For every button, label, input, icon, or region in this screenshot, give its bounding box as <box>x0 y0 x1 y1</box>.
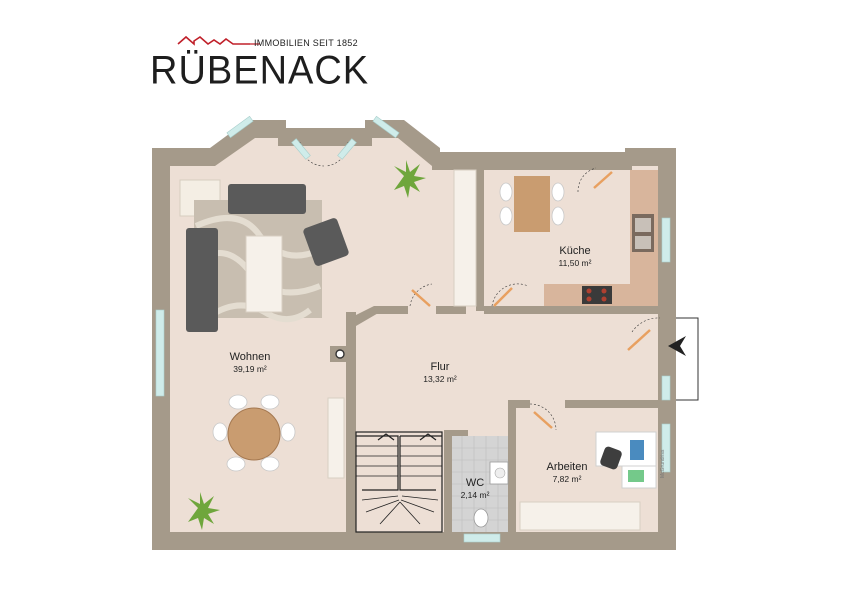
plant-icon <box>188 492 220 530</box>
wall-arbeiten-top-b <box>565 400 658 408</box>
sofa-top <box>228 184 306 214</box>
wall-kitchen-bottom <box>484 306 658 314</box>
brand-logo: IMMOBILIEN SEIT 1852 RÜBENACK <box>150 30 368 93</box>
room-area-wohnen: 39,19 m² <box>233 364 267 374</box>
room-name-arbeiten: Arbeiten <box>547 461 588 473</box>
plant-icon <box>394 160 426 198</box>
wall-wc-top <box>444 430 468 436</box>
office-chair <box>600 446 622 470</box>
coffee-table <box>245 235 283 313</box>
wall-flur-top-a <box>374 306 408 314</box>
kitchen-table <box>514 176 550 232</box>
wall-flur-top-b <box>436 306 466 314</box>
room-area-wc: 2,14 m² <box>461 490 490 500</box>
room-area-kueche: 11,50 m² <box>559 258 592 268</box>
room-name-wc: WC <box>466 477 484 489</box>
room-name-wohnen: Wohnen <box>230 351 271 363</box>
dining-chairs <box>212 394 296 472</box>
door-leaves <box>411 171 651 429</box>
house-roof-icon <box>177 35 260 46</box>
chimney-icon <box>335 349 345 359</box>
entrance-arrow-icon <box>668 336 686 356</box>
cooktop <box>582 286 612 304</box>
shelf-living <box>327 397 345 479</box>
entrance-step <box>676 317 699 401</box>
drawing-credit: McGrundriss <box>660 449 666 478</box>
wall-living-kitchen <box>476 166 484 311</box>
dining-table <box>227 407 281 461</box>
wall-flur-corner <box>346 306 380 326</box>
wall-wc-right <box>508 400 516 532</box>
windows <box>155 115 671 543</box>
room-area-arbeiten: 7,82 m² <box>553 474 582 484</box>
wall-flur-left <box>346 312 356 532</box>
room-name-flur: Flur <box>431 361 450 373</box>
wardrobe-flur <box>453 169 477 307</box>
staircase <box>355 431 443 533</box>
kitchen-chairs <box>499 182 565 226</box>
sofa-left <box>186 228 218 332</box>
wall-arbeiten-top-a <box>508 400 530 408</box>
brand-tagline: IMMOBILIEN SEIT 1852 <box>254 38 358 48</box>
room-name-kueche: Küche <box>559 245 590 257</box>
office-bench <box>519 501 641 531</box>
brand-name: RÜBENACK <box>150 48 370 94</box>
armchair <box>303 218 349 266</box>
toilet <box>473 508 489 528</box>
room-area-flur: 13,32 m² <box>423 374 457 384</box>
wall-wc-left <box>444 430 452 532</box>
